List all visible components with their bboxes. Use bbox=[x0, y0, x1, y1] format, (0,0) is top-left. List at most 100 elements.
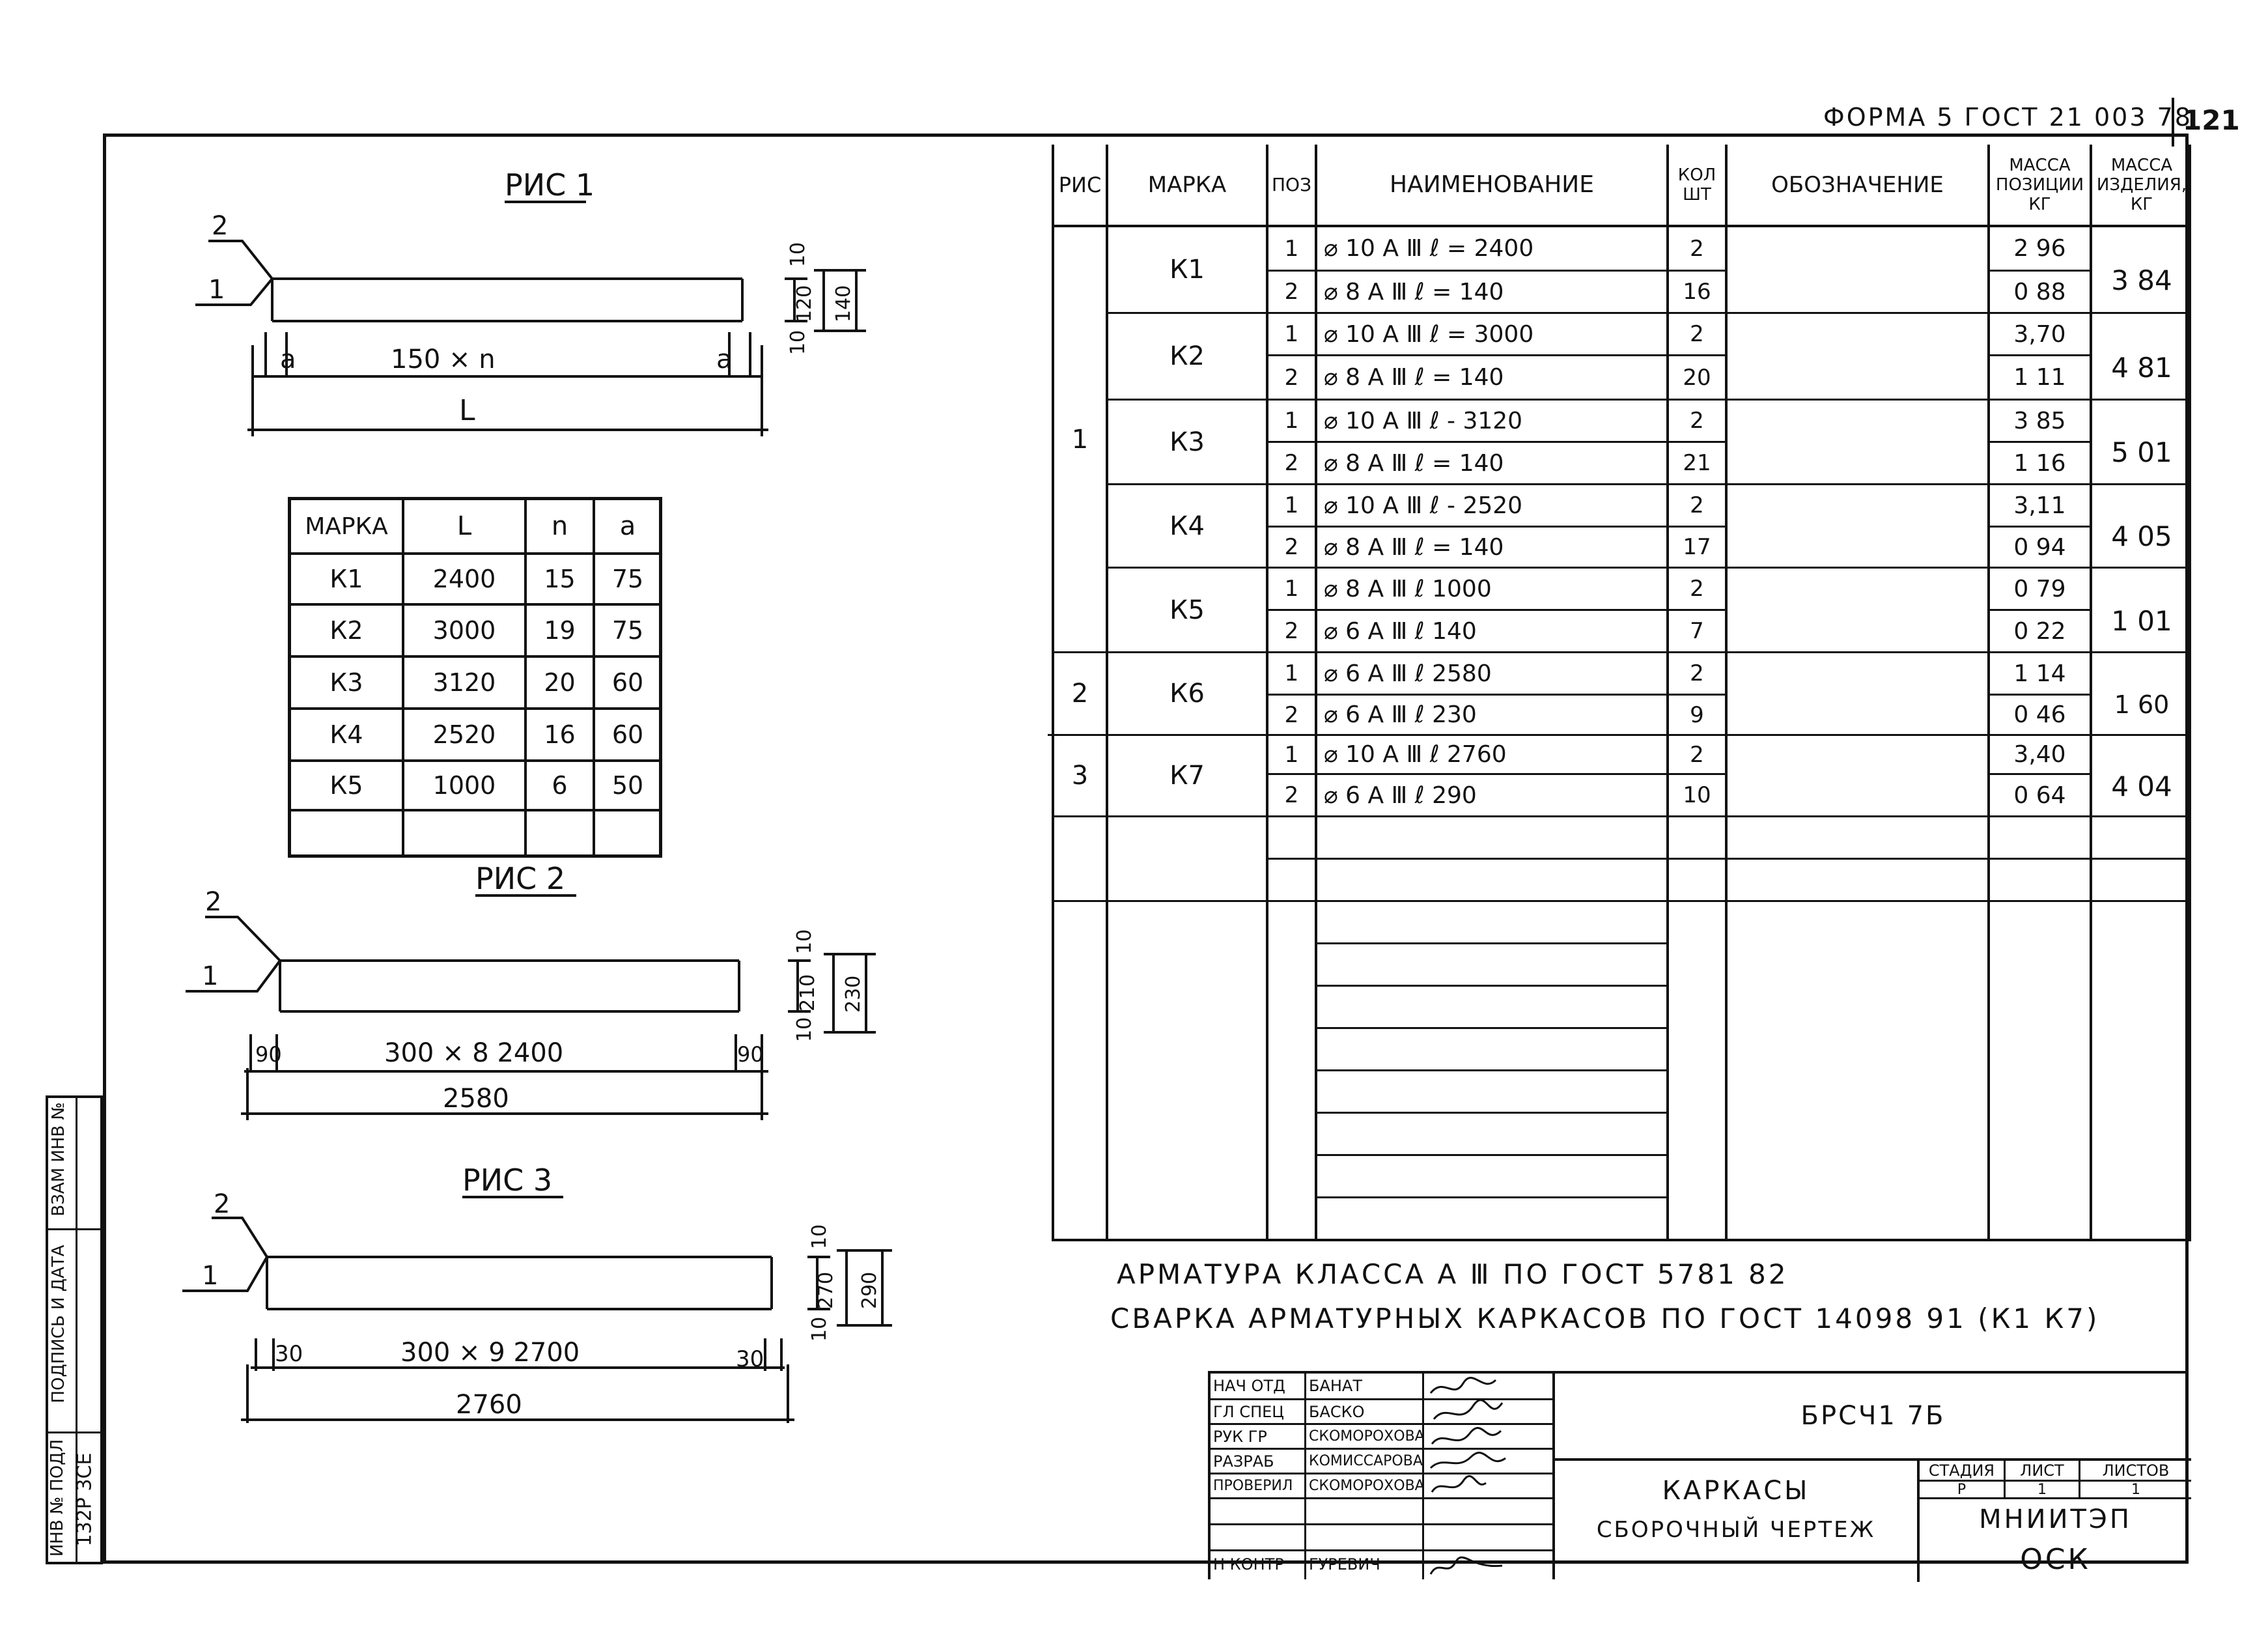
marks-row-a: 60 bbox=[611, 720, 644, 749]
spec-pos: 1 bbox=[1284, 576, 1299, 602]
spec-name: ⌀ 6 А Ⅲ ℓ 230 bbox=[1324, 701, 1477, 728]
sheet-number: 121 bbox=[2183, 104, 2240, 136]
marks-row-mark: К5 bbox=[329, 771, 363, 800]
tb-sheet: 1 bbox=[2037, 1482, 2047, 1497]
spec-name: ⌀ 6 А Ⅲ ℓ 290 bbox=[1324, 782, 1477, 809]
spec-mass: 1 11 bbox=[2013, 364, 2066, 391]
spec-pos: 1 bbox=[1284, 235, 1299, 262]
marks-row-n: 20 bbox=[544, 668, 576, 697]
marks-row-n: 16 bbox=[544, 720, 576, 749]
spec-qty: 9 bbox=[1690, 701, 1704, 728]
marks-row-n: 19 bbox=[544, 616, 576, 645]
figures-drawing: РИС 1 2 1 a 150 × n a L 10 120 10 140 РИ… bbox=[182, 167, 892, 1423]
tb-person: КОМИССАРОВА bbox=[1309, 1453, 1422, 1469]
marks-row-L: 2520 bbox=[432, 720, 496, 749]
spec-header-mass-item: МАССА ИЗДЕЛИЯ, КГ bbox=[2096, 155, 2187, 214]
spec-mass: 2 96 bbox=[2013, 235, 2066, 262]
spec-qty: 2 bbox=[1690, 660, 1704, 686]
tb-role: ПРОВЕРИЛ bbox=[1213, 1478, 1293, 1494]
side-stamp bbox=[46, 1095, 103, 1564]
tb-stage-label: СТАДИЯ bbox=[1928, 1461, 1995, 1480]
spec-table: РИС МАРКА ПОЗ НАИМЕНОВАНИЕ КОЛ ШТ ОБОЗНА… bbox=[1048, 145, 2191, 1241]
spec-pos: 2 bbox=[1284, 450, 1299, 476]
spec-mass: 3 85 bbox=[2013, 407, 2066, 434]
spec-header-mass-pos: МАССА ПОЗИЦИИ КГ bbox=[1995, 155, 2084, 214]
fig3-pos2: 2 bbox=[214, 1189, 230, 1219]
fig1-a-right: a bbox=[716, 345, 733, 374]
spec-mass-item: 3 84 bbox=[2111, 264, 2172, 296]
marks-row-n: 15 bbox=[544, 565, 576, 593]
spec-name: ⌀ 8 А Ⅲ ℓ = 140 bbox=[1324, 364, 1504, 391]
spec-pos: 2 bbox=[1284, 364, 1299, 391]
spec-name: ⌀ 10 А Ⅲ ℓ 2760 bbox=[1324, 741, 1507, 768]
fig3-dim-bottom: 10 bbox=[808, 1317, 831, 1342]
fig1-pos2: 2 bbox=[212, 211, 228, 241]
spec-qty: 2 bbox=[1690, 576, 1704, 602]
spec-name: ⌀ 10 А Ⅲ ℓ - 3120 bbox=[1324, 407, 1523, 434]
spec-name: ⌀ 8 А Ⅲ ℓ = 140 bbox=[1324, 278, 1504, 305]
spec-mass: 1 14 bbox=[2013, 660, 2066, 687]
spec-mass-item: 1 60 bbox=[2114, 690, 2170, 719]
marks-header-L: L bbox=[456, 511, 472, 541]
spec-mass-item: 5 01 bbox=[2111, 436, 2172, 468]
tb-title-line2: СБОРОЧНЫЙ ЧЕРТЕЖ bbox=[1596, 1517, 1876, 1543]
figure-2 bbox=[186, 894, 876, 1120]
spec-name: ⌀ 6 А Ⅲ ℓ 140 bbox=[1324, 617, 1477, 645]
side-sign-date: ПОДПИСЬ И ДАТА bbox=[49, 1245, 68, 1403]
marks-row-mark: К4 bbox=[329, 720, 363, 749]
tb-org2: ОСК bbox=[2020, 1542, 2091, 1576]
spec-name: ⌀ 6 А Ⅲ ℓ 2580 bbox=[1324, 660, 1492, 687]
spec-mass: 1 16 bbox=[2013, 449, 2066, 477]
fig3-dim-top: 10 bbox=[808, 1224, 831, 1249]
spec-qty: 21 bbox=[1683, 450, 1711, 476]
tb-person: СКОМОРОХОВА bbox=[1309, 1478, 1422, 1494]
fig3-spacing: 300 × 9 2700 bbox=[400, 1338, 580, 1368]
tb-person: ГУРЕВИЧ bbox=[1309, 1555, 1380, 1573]
tb-sheet-label: ЛИСТ bbox=[2020, 1461, 2064, 1480]
tb-stage: Р bbox=[1957, 1482, 1967, 1497]
fig3-end-right: 30 bbox=[736, 1346, 764, 1372]
spec-mass: 3,40 bbox=[2013, 741, 2066, 768]
tb-person: БАСКО bbox=[1309, 1402, 1365, 1421]
side-replace-inv: ВЗАМ ИНВ № bbox=[49, 1102, 68, 1217]
spec-mass-item: 4 04 bbox=[2111, 770, 2172, 802]
fig1-dim-bottom: 10 bbox=[787, 330, 809, 355]
spec-mark: К3 bbox=[1169, 427, 1205, 457]
spec-qty: 16 bbox=[1683, 279, 1711, 305]
spec-qty: 2 bbox=[1690, 408, 1704, 434]
spec-qty: 20 bbox=[1683, 364, 1711, 391]
tb-role: НАЧ ОТД bbox=[1213, 1377, 1285, 1395]
spec-header-name: НАИМЕНОВАНИЕ bbox=[1390, 171, 1594, 198]
spec-name: ⌀ 10 А Ⅲ ℓ - 2520 bbox=[1324, 492, 1523, 519]
tb-sheets: 1 bbox=[2131, 1482, 2140, 1497]
spec-name: ⌀ 10 А Ⅲ ℓ = 3000 bbox=[1324, 320, 1534, 348]
spec-mass-item: 4 81 bbox=[2111, 352, 2172, 384]
tb-person: БАНАТ bbox=[1309, 1377, 1363, 1395]
tb-title-line1: КАРКАСЫ bbox=[1662, 1476, 1810, 1506]
spec-mark: К2 bbox=[1169, 341, 1205, 371]
spec-pos: 1 bbox=[1284, 408, 1299, 434]
spec-mass-item: 4 05 bbox=[2111, 520, 2172, 552]
fig2-pos2: 2 bbox=[205, 887, 221, 917]
fig2-dim-inner: 210 bbox=[796, 974, 819, 1011]
marks-row-L: 3120 bbox=[432, 668, 496, 697]
fig1-length: L bbox=[459, 394, 475, 427]
fig3-title: РИС 3 bbox=[462, 1163, 552, 1198]
marks-table: МАРКА L n a К1 2400 15 75 К2 3000 19 75 … bbox=[288, 497, 662, 858]
marks-row-mark: К3 bbox=[329, 668, 363, 697]
marks-header-mark: МАРКА bbox=[305, 513, 388, 540]
spec-name: ⌀ 8 А Ⅲ ℓ = 140 bbox=[1324, 449, 1504, 477]
marks-row-a: 75 bbox=[611, 616, 644, 645]
spec-pos: 1 bbox=[1284, 492, 1299, 518]
figure-3 bbox=[182, 1196, 892, 1423]
spec-mass: 3,70 bbox=[2013, 320, 2066, 348]
header-divider bbox=[2172, 98, 2174, 147]
tb-org1: МНИИТЭП bbox=[1979, 1504, 2132, 1534]
spec-fig: 3 bbox=[1071, 761, 1089, 791]
note-welding: СВАРКА АРМАТУРНЫХ КАРКАСОВ ПО ГОСТ 14098… bbox=[1110, 1303, 2100, 1334]
marks-row-n: 6 bbox=[552, 771, 568, 800]
fig3-dim-inner: 270 bbox=[815, 1272, 837, 1309]
tb-role: РУК ГР bbox=[1213, 1427, 1267, 1446]
spec-header-qty: КОЛ ШТ bbox=[1677, 165, 1716, 204]
fig2-dim-bottom: 10 bbox=[793, 1017, 816, 1042]
